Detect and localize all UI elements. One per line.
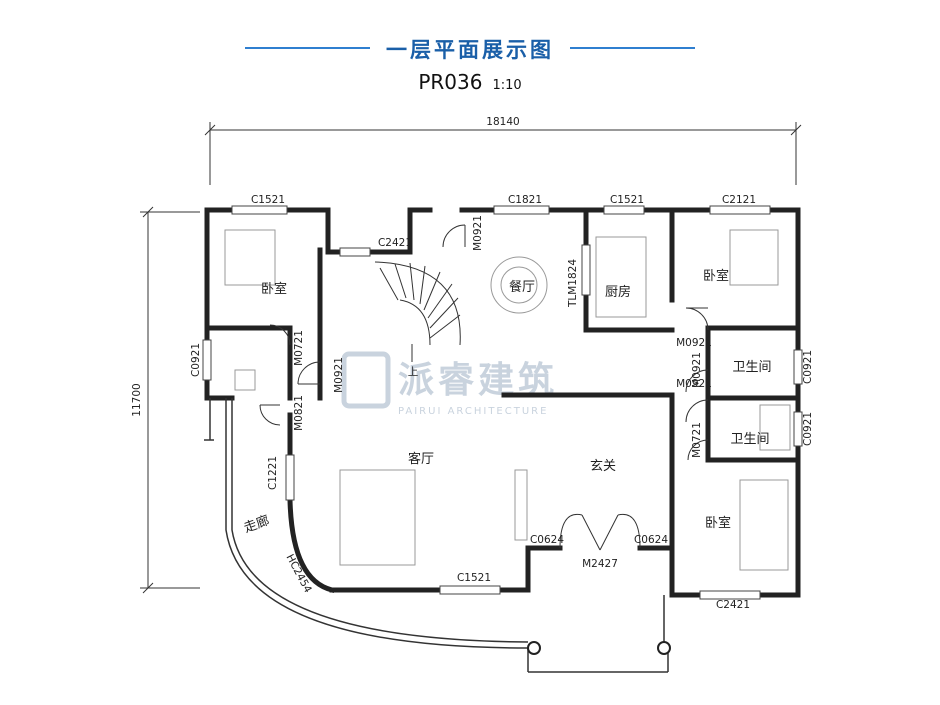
room-label-foyer: 玄关 xyxy=(590,459,616,474)
door-label-m0721-bath2: M0721 xyxy=(691,422,703,458)
door-label-m0921-stair: M0921 xyxy=(472,215,484,251)
furniture xyxy=(224,229,791,571)
dimension-lines xyxy=(140,122,802,594)
room-label-bath-1: 卫生间 xyxy=(732,360,771,375)
porch-column-left xyxy=(527,641,541,655)
dimension-width: 18140 xyxy=(486,116,519,128)
door-label-m0921-left: M0921 xyxy=(333,357,345,393)
plan-code-line: PR036 1:10 xyxy=(0,70,940,94)
door-label-m0921-bed: M0921 xyxy=(676,337,712,349)
room-label-dining: 餐厅 xyxy=(509,279,535,295)
window-label-c1221: C1221 xyxy=(267,456,279,490)
window-label-c1521-kitchen: C1521 xyxy=(610,194,644,206)
room-label-kitchen: 厨房 xyxy=(605,284,631,300)
room-label-bedroom-nw: 卧室 xyxy=(261,281,287,297)
window-label-c2121: C2121 xyxy=(722,194,756,206)
title-rule-left xyxy=(245,47,370,49)
plan-scale: 1:10 xyxy=(492,78,522,93)
window-label-c0624-right: C0624 xyxy=(634,534,668,546)
watermark-en: PAIRUI ARCHITECTURE xyxy=(398,406,548,417)
door-label-m0921-bath1: M0921 xyxy=(691,352,703,388)
window-label-c1821: C1821 xyxy=(508,194,542,206)
window-label-c1521-top: C1521 xyxy=(251,194,285,206)
corridor-rail xyxy=(204,398,669,673)
stair-up-label: 上 xyxy=(408,366,419,378)
room-label-bedroom-ne: 卧室 xyxy=(703,268,729,284)
title-rule-right xyxy=(570,47,695,49)
porch-column-right xyxy=(657,641,671,655)
window-label-c2421-bottom: C2421 xyxy=(716,599,750,611)
plan-code: PR036 xyxy=(418,70,483,94)
windows xyxy=(202,205,803,600)
door-label-m0921-bath2: M0921 xyxy=(676,378,712,390)
watermark-logo-icon xyxy=(341,351,391,409)
window-label-c1521-bottom: C1521 xyxy=(457,572,491,584)
door-label-m0721-left: M0721 xyxy=(293,330,305,366)
door-label-tlm1824: TLM1824 xyxy=(567,259,579,308)
page-title: 一层平面展示图 xyxy=(386,38,554,62)
watermark: 派睿建筑 PAIRUI ARCHITECTURE xyxy=(341,351,554,417)
window-label-c0624-left: C0624 xyxy=(530,534,564,546)
room-label-living: 客厅 xyxy=(408,451,434,467)
room-label-bedroom-se: 卧室 xyxy=(705,515,731,531)
window-label-c2421-top: C2421 xyxy=(378,237,412,249)
room-label-bath-2: 卫生间 xyxy=(730,432,769,447)
spiral-stair xyxy=(374,261,461,362)
window-label-c0921-bath1: C0921 xyxy=(802,350,814,384)
door-label-m0821: M0821 xyxy=(293,395,305,431)
doors xyxy=(259,224,709,551)
room-label-corridor: 走廊 xyxy=(242,512,272,536)
window-label-c0921-left: C0921 xyxy=(190,343,202,377)
window-label-c0921-bath2: C0921 xyxy=(802,412,814,446)
dimension-height: 11700 xyxy=(131,383,143,416)
door-label-m2427: M2427 xyxy=(582,558,618,570)
